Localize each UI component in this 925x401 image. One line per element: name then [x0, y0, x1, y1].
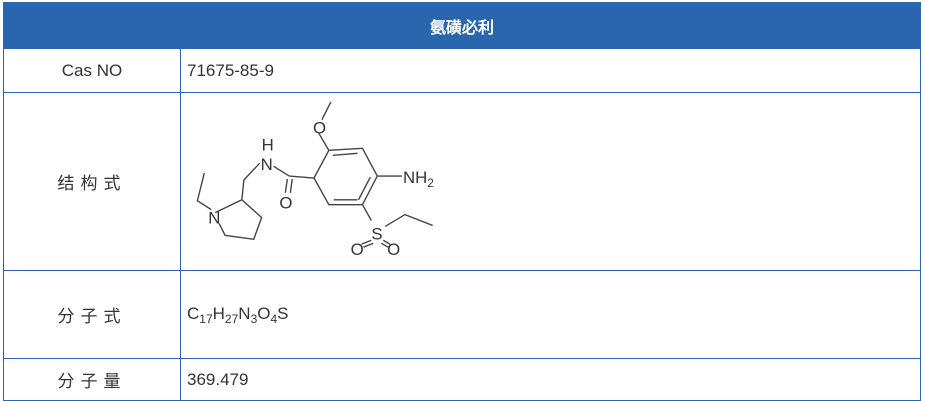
atom-o: O [387, 240, 400, 259]
mw-value: 369.479 [180, 358, 921, 401]
cas-label: Cas NO [3, 48, 181, 93]
cas-value: 71675-85-9 [180, 48, 921, 93]
atom-o: O [351, 240, 364, 259]
atom-s: S [371, 224, 382, 243]
structure-label: 结构式 [3, 92, 181, 271]
formula-label: 分子式 [3, 270, 181, 359]
table-title: 氨磺必利 [3, 2, 921, 49]
mw-label: 分子量 [3, 358, 181, 401]
structure-image: O N H O NH2 S O O N [196, 101, 434, 259]
atom-nh2: NH2 [403, 168, 434, 190]
atom-n: N [261, 155, 273, 174]
atom-h: H [262, 135, 274, 154]
atom-o: O [313, 119, 326, 138]
atom-n: N [208, 208, 220, 227]
formula-value: C17H27N3O4S [180, 270, 921, 359]
atom-o: O [279, 194, 292, 213]
